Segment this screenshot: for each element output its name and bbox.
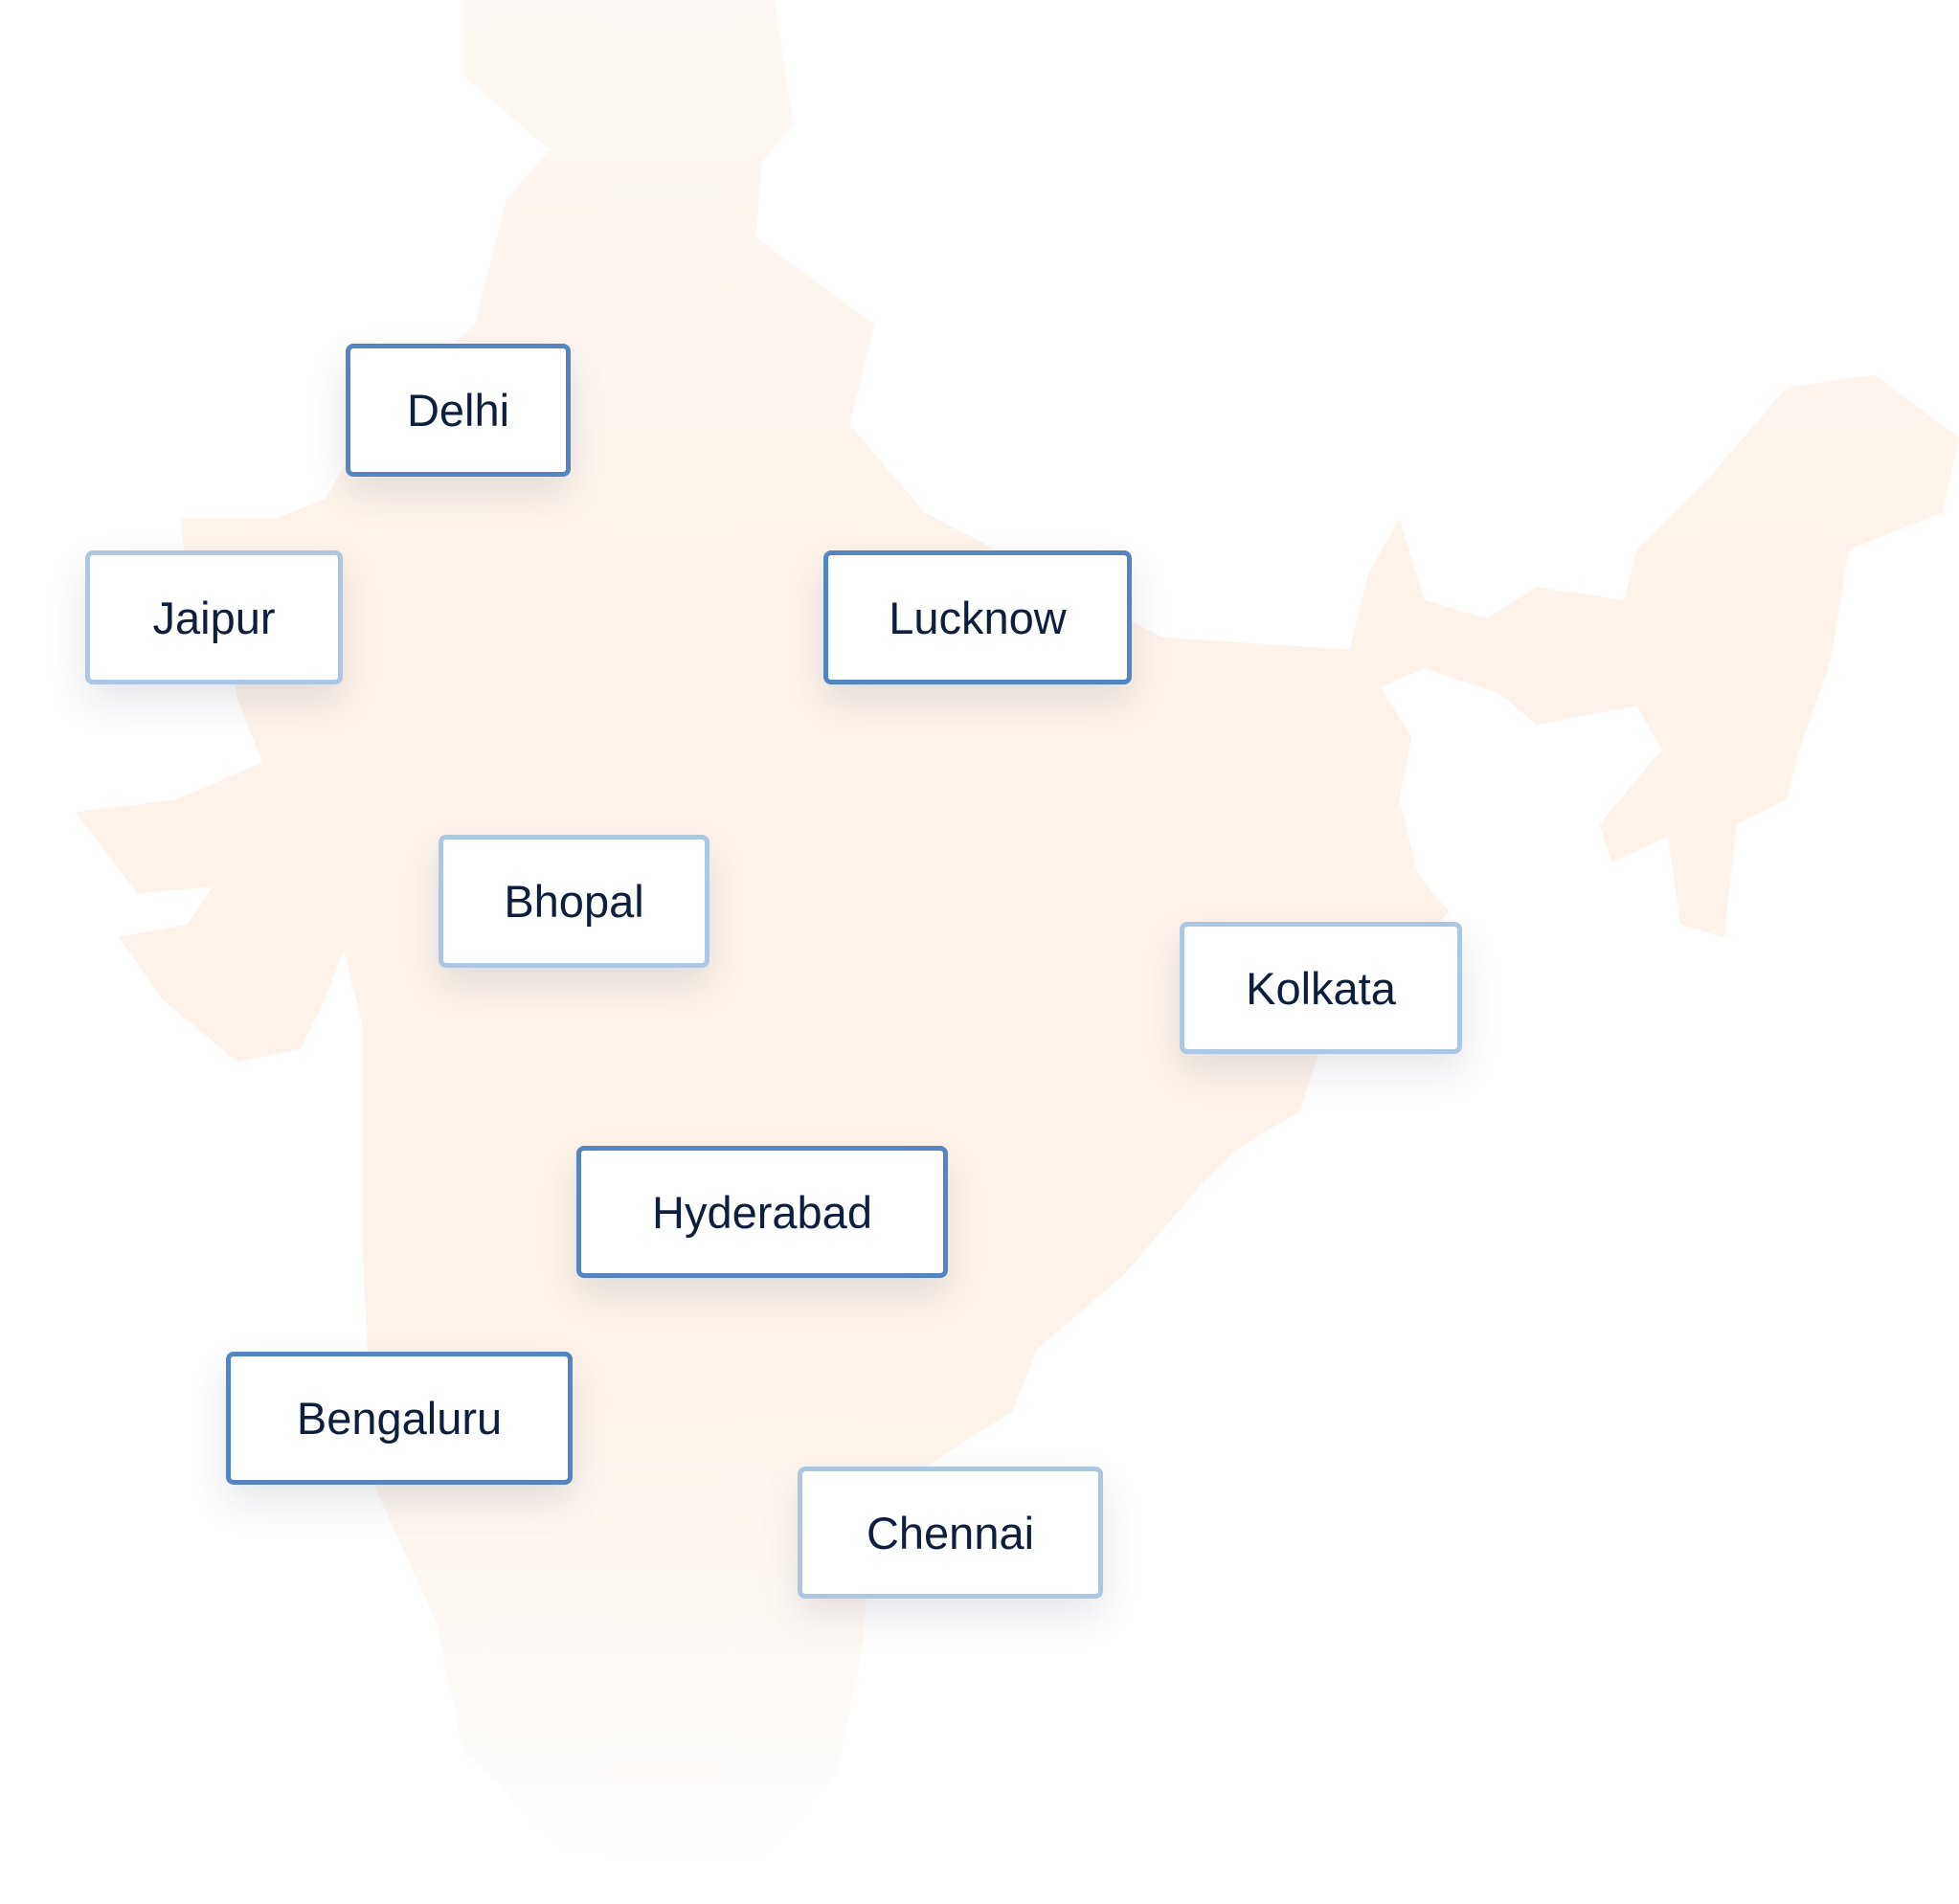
city-box-kolkata[interactable]: Kolkata [1180, 922, 1462, 1054]
city-label: Bengaluru [296, 1393, 503, 1444]
city-label: Chennai [866, 1507, 1035, 1558]
city-box-delhi[interactable]: Delhi [346, 344, 571, 477]
city-box-bhopal[interactable]: Bhopal [439, 835, 709, 968]
city-label: Kolkata [1246, 962, 1396, 1014]
city-box-jaipur[interactable]: Jaipur [85, 550, 343, 684]
city-label: Delhi [406, 385, 510, 436]
city-label: Bhopal [504, 876, 644, 927]
city-box-chennai[interactable]: Chennai [798, 1467, 1103, 1599]
city-box-lucknow[interactable]: Lucknow [823, 550, 1132, 684]
city-label: Jaipur [152, 592, 276, 643]
city-box-bengaluru[interactable]: Bengaluru [226, 1352, 573, 1485]
city-box-hyderabad[interactable]: Hyderabad [576, 1146, 948, 1278]
city-label: Lucknow [889, 592, 1067, 643]
city-label: Hyderabad [652, 1186, 872, 1238]
